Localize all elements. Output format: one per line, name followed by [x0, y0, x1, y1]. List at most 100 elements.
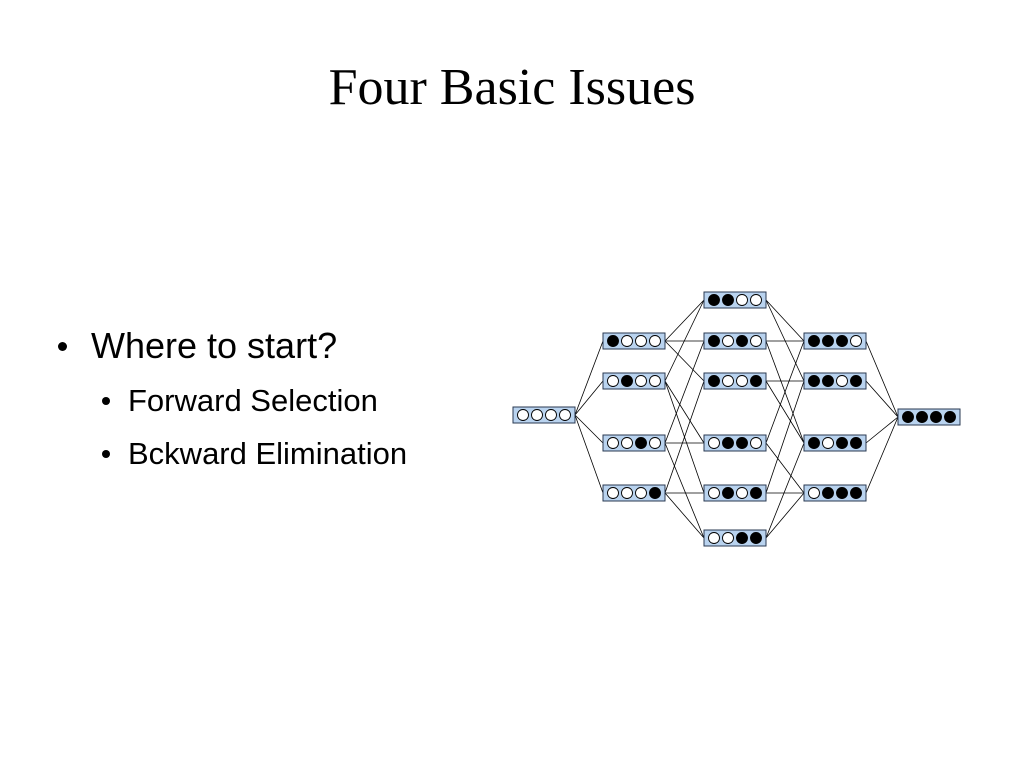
selected-feature-icon [822, 487, 834, 499]
subset-node-0110 [703, 434, 767, 452]
unselected-feature-icon [708, 487, 720, 499]
selected-feature-icon [808, 375, 820, 387]
lattice-edge [574, 414, 604, 444]
unselected-feature-icon [736, 487, 748, 499]
unselected-feature-icon [736, 294, 748, 306]
sub-bullet-text: Bckward Elimination [128, 436, 408, 471]
selected-feature-icon [916, 411, 928, 423]
bullet-list: Where to start? Forward Selection Bckwar… [58, 324, 407, 474]
selected-feature-icon [736, 532, 748, 544]
subset-box [803, 434, 867, 452]
selected-feature-icon [750, 487, 762, 499]
subset-node-1000 [602, 332, 666, 350]
unselected-feature-icon [517, 409, 529, 421]
unselected-feature-icon [808, 487, 820, 499]
subset-node-1111 [897, 408, 961, 426]
unselected-feature-icon [750, 335, 762, 347]
unselected-feature-icon [635, 335, 647, 347]
lattice-edge [664, 340, 705, 444]
subset-box [803, 372, 867, 390]
lattice-edge [664, 340, 705, 382]
unselected-feature-icon [607, 437, 619, 449]
selected-feature-icon [722, 437, 734, 449]
selected-feature-icon [722, 487, 734, 499]
lattice-edge [865, 416, 899, 444]
unselected-feature-icon [635, 375, 647, 387]
unselected-feature-icon [850, 335, 862, 347]
lattice-edge [765, 442, 805, 539]
selected-feature-icon [736, 335, 748, 347]
unselected-feature-icon [607, 375, 619, 387]
unselected-feature-icon [722, 335, 734, 347]
lattice-edge [765, 299, 805, 342]
lattice-edge [574, 414, 604, 494]
unselected-feature-icon [708, 532, 720, 544]
subset-box [602, 372, 666, 390]
selected-feature-icon [944, 411, 956, 423]
subset-box [703, 434, 767, 452]
unselected-feature-icon [635, 487, 647, 499]
unselected-feature-icon [836, 375, 848, 387]
selected-feature-icon [836, 487, 848, 499]
selected-feature-icon [808, 335, 820, 347]
unselected-feature-icon [649, 335, 661, 347]
bullet-dot-icon [58, 341, 67, 351]
lattice-edge [574, 340, 604, 416]
selected-feature-icon [607, 335, 619, 347]
selected-feature-icon [708, 375, 720, 387]
subset-box [803, 484, 867, 502]
selected-feature-icon [736, 437, 748, 449]
subset-node-1100 [703, 291, 767, 309]
unselected-feature-icon [722, 532, 734, 544]
subset-node-0001 [602, 484, 666, 502]
lattice-edge [765, 492, 805, 539]
unselected-feature-icon [621, 487, 633, 499]
lattice-edge [664, 380, 705, 444]
unselected-feature-icon [708, 437, 720, 449]
subset-box [602, 434, 666, 452]
subset-box [703, 529, 767, 547]
sub-bullet-item: Forward Selection [102, 381, 407, 421]
selected-feature-icon [850, 437, 862, 449]
lattice-edge [765, 340, 805, 444]
lattice-edge [664, 492, 705, 539]
selected-feature-icon [708, 294, 720, 306]
selected-feature-icon [836, 335, 848, 347]
selected-feature-icon [635, 437, 647, 449]
subset-box [602, 484, 666, 502]
selected-feature-icon [930, 411, 942, 423]
lattice-edge [765, 380, 805, 444]
selected-feature-icon [750, 532, 762, 544]
selected-feature-icon [822, 335, 834, 347]
subset-node-0000 [512, 406, 576, 424]
selected-feature-icon [822, 375, 834, 387]
selected-feature-icon [850, 375, 862, 387]
unselected-feature-icon [750, 437, 762, 449]
subset-box [602, 332, 666, 350]
unselected-feature-icon [621, 437, 633, 449]
lattice-edge [574, 380, 604, 416]
lattice-edge [664, 380, 705, 494]
subset-box [703, 332, 767, 350]
unselected-feature-icon [722, 375, 734, 387]
bullet-dot-icon [102, 450, 110, 458]
lattice-edge [664, 299, 705, 382]
bullet-dot-icon [102, 397, 110, 405]
unselected-feature-icon [750, 294, 762, 306]
unselected-feature-icon [822, 437, 834, 449]
lattice-edge [865, 380, 899, 418]
selected-feature-icon [902, 411, 914, 423]
lattice-edge [765, 380, 805, 494]
subset-node-1101 [803, 372, 867, 390]
subset-node-0100 [602, 372, 666, 390]
lattice-edge [664, 299, 705, 342]
subset-box [512, 406, 576, 424]
lattice-edge [865, 340, 899, 418]
selected-feature-icon [808, 437, 820, 449]
subset-node-1001 [703, 372, 767, 390]
lattice-edge [664, 442, 705, 539]
unselected-feature-icon [607, 487, 619, 499]
selected-feature-icon [649, 487, 661, 499]
subset-node-0011 [703, 529, 767, 547]
